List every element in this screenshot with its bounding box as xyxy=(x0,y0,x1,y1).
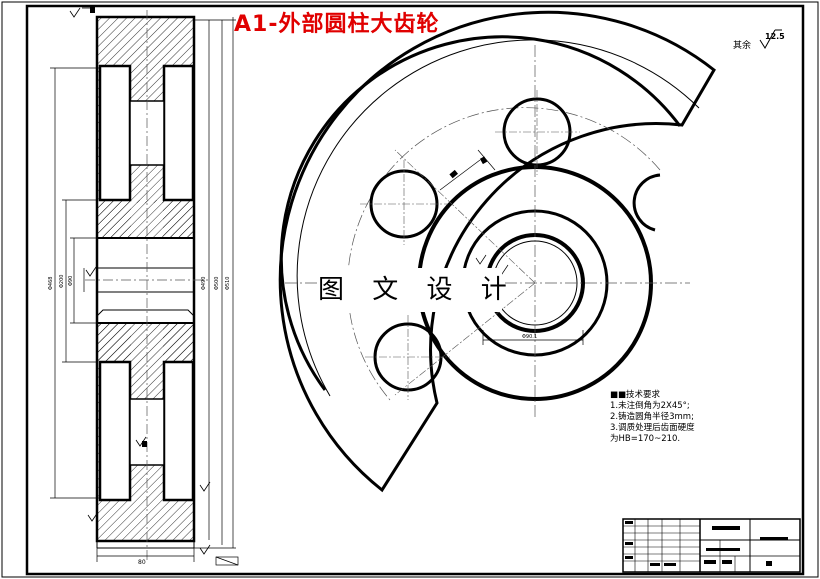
svg-text:Φ90.1: Φ90.1 xyxy=(522,334,537,340)
title-block xyxy=(622,518,801,573)
tech-req-line: 3.调质处理后齿面硬度 xyxy=(610,423,695,433)
technical-requirements: ■■技术要求 1.未注倒角为2X45°; 2.铸造圆角半径3mm; 3.调质处理… xyxy=(610,390,695,445)
drawing-title: A1-外部圆柱大齿轮 xyxy=(234,12,440,37)
gear-section-view: Φ468 Φ200 Φ90 Φ490 Φ500 Φ510 80 xyxy=(48,7,239,566)
svg-text:Φ490: Φ490 xyxy=(201,277,207,290)
title-block-marks xyxy=(625,521,788,566)
svg-text:80: 80 xyxy=(138,559,146,566)
tech-req-line: 2.铸造圆角半径3mm; xyxy=(610,412,694,422)
roughness-label: 其余 xyxy=(733,41,752,51)
tech-req-line: 1.未注倒角为2X45°; xyxy=(610,401,690,411)
tech-req-heading: ■■技术要求 xyxy=(610,390,661,400)
svg-text:Φ500: Φ500 xyxy=(214,277,220,290)
svg-text:Φ468: Φ468 xyxy=(48,277,54,290)
roughness-symbol-icon xyxy=(759,29,782,49)
svg-text:Φ510: Φ510 xyxy=(225,277,231,290)
roughness-value: 12.5 xyxy=(765,32,785,41)
svg-text:Φ200: Φ200 xyxy=(59,275,65,288)
svg-text:Φ90: Φ90 xyxy=(68,276,74,286)
tech-req-line: 为HB=170~210. xyxy=(610,434,681,444)
drawing-frame xyxy=(25,4,805,576)
watermark-text: 图 文 设 计 xyxy=(318,268,507,312)
